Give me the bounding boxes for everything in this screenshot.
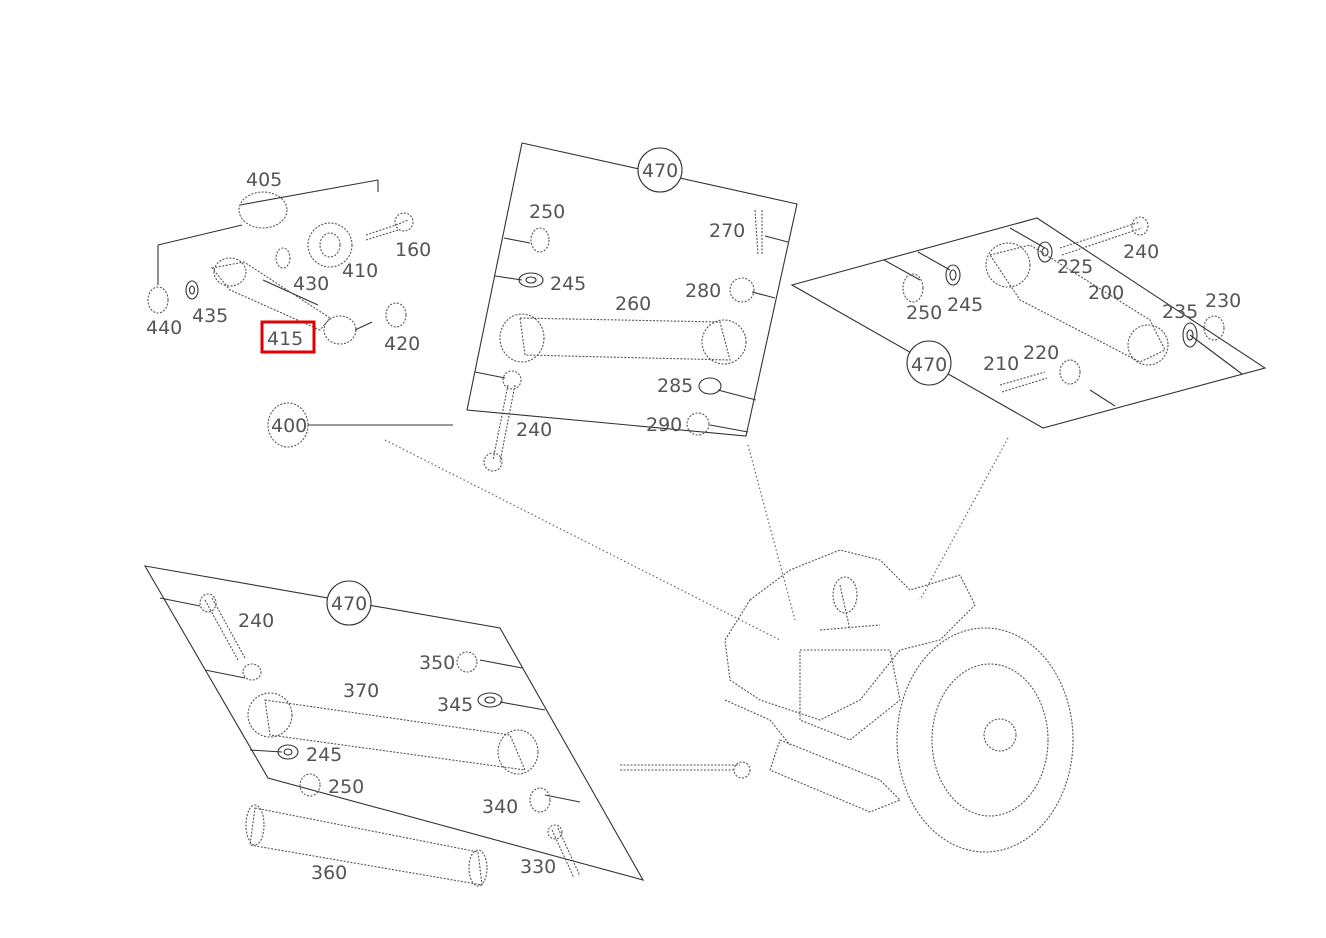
callout-right-220[interactable]: 220 bbox=[1023, 342, 1059, 364]
part-405 bbox=[238, 191, 288, 229]
callout-415[interactable]: 415 bbox=[267, 328, 303, 350]
part-right-250 bbox=[902, 273, 924, 303]
part-left-345 bbox=[477, 692, 503, 708]
callout-435[interactable]: 435 bbox=[192, 305, 228, 327]
callout-left-250[interactable]: 250 bbox=[328, 776, 364, 798]
part-top-290 bbox=[686, 412, 710, 436]
part-left-250 bbox=[299, 773, 321, 797]
callout-right-235[interactable]: 235 bbox=[1162, 301, 1198, 323]
part-left-360 bbox=[249, 807, 483, 886]
part-top-250 bbox=[530, 227, 550, 253]
callout-left-330[interactable]: 330 bbox=[520, 856, 556, 878]
callout-top-240[interactable]: 240 bbox=[516, 419, 552, 441]
subframe bbox=[724, 549, 976, 721]
callout-top-250[interactable]: 250 bbox=[529, 201, 565, 223]
part-right-200 bbox=[989, 244, 1166, 363]
callout-left-340[interactable]: 340 bbox=[482, 796, 518, 818]
part-left-240 bbox=[204, 597, 246, 661]
callout-left-350[interactable]: 350 bbox=[419, 652, 455, 674]
part-right-220 bbox=[1059, 359, 1081, 385]
labels-group-right-470: 470 225 240 250 245 200 235 230 210 220 bbox=[906, 241, 1241, 376]
callout-left-240[interactable]: 240 bbox=[238, 610, 274, 632]
callout-410[interactable]: 410 bbox=[342, 260, 378, 282]
group-right-470 bbox=[790, 216, 1267, 429]
callout-400[interactable]: 400 bbox=[271, 415, 307, 437]
labels-group-400: 405 160 430 410 440 435 415 420 400 bbox=[146, 169, 431, 437]
part-top-245 bbox=[518, 272, 544, 288]
group-top-470 bbox=[466, 142, 798, 472]
part-right-235 bbox=[1182, 322, 1198, 348]
callout-top-470[interactable]: 470 bbox=[642, 160, 678, 182]
group-left-470 bbox=[143, 565, 645, 887]
callout-405[interactable]: 405 bbox=[246, 169, 282, 191]
part-top-285 bbox=[698, 377, 722, 395]
callout-top-245[interactable]: 245 bbox=[550, 273, 586, 295]
callout-right-200[interactable]: 200 bbox=[1088, 282, 1124, 304]
callout-420[interactable]: 420 bbox=[384, 333, 420, 355]
callout-left-360[interactable]: 360 bbox=[311, 862, 347, 884]
callout-top-270[interactable]: 270 bbox=[709, 220, 745, 242]
callout-right-230[interactable]: 230 bbox=[1205, 290, 1241, 312]
part-right-225 bbox=[1037, 241, 1053, 263]
callout-160[interactable]: 160 bbox=[395, 239, 431, 261]
callout-top-290[interactable]: 290 bbox=[646, 414, 682, 436]
labels-group-left-470: 470 240 350 370 345 245 250 340 360 330 bbox=[238, 593, 556, 884]
callout-right-470[interactable]: 470 bbox=[911, 354, 947, 376]
part-right-245 bbox=[945, 264, 961, 286]
wheel-hub bbox=[896, 627, 1074, 853]
callout-top-285[interactable]: 285 bbox=[657, 375, 693, 397]
part-left-350 bbox=[456, 651, 478, 673]
callout-right-225[interactable]: 225 bbox=[1057, 256, 1093, 278]
part-right-230 bbox=[1203, 315, 1225, 341]
callout-right-250[interactable]: 250 bbox=[906, 302, 942, 324]
part-top-260 bbox=[519, 317, 731, 361]
part-left-330 bbox=[551, 827, 581, 879]
part-160 bbox=[365, 219, 409, 241]
callout-left-345[interactable]: 345 bbox=[437, 694, 473, 716]
callout-top-260[interactable]: 260 bbox=[615, 293, 651, 315]
rear-axle-overview bbox=[620, 549, 1074, 853]
part-420 bbox=[385, 302, 407, 328]
part-right-210 bbox=[999, 371, 1048, 393]
part-440 bbox=[147, 286, 169, 314]
part-top-280 bbox=[729, 277, 755, 303]
callout-right-240[interactable]: 240 bbox=[1123, 241, 1159, 263]
part-top-270 bbox=[754, 209, 763, 256]
part-top-240 bbox=[492, 384, 516, 463]
callout-left-470[interactable]: 470 bbox=[331, 593, 367, 615]
part-left-245 bbox=[277, 744, 299, 760]
callout-left-370[interactable]: 370 bbox=[343, 680, 379, 702]
callout-right-245[interactable]: 245 bbox=[947, 294, 983, 316]
part-left-370 bbox=[264, 699, 526, 771]
labels-group-top-470: 470 250 270 245 280 260 285 240 290 bbox=[516, 160, 745, 441]
part-left-340 bbox=[529, 787, 551, 813]
callout-right-210[interactable]: 210 bbox=[983, 353, 1019, 375]
part-435 bbox=[185, 280, 199, 300]
callout-left-245[interactable]: 245 bbox=[306, 744, 342, 766]
highlight-box-415 bbox=[260, 320, 316, 354]
callout-430[interactable]: 430 bbox=[293, 273, 329, 295]
part-410 bbox=[307, 222, 353, 268]
part-430 bbox=[275, 247, 291, 269]
callout-440[interactable]: 440 bbox=[146, 317, 182, 339]
group-400-assembly bbox=[147, 179, 453, 448]
part-right-240 bbox=[1059, 221, 1143, 256]
callout-top-280[interactable]: 280 bbox=[685, 280, 721, 302]
